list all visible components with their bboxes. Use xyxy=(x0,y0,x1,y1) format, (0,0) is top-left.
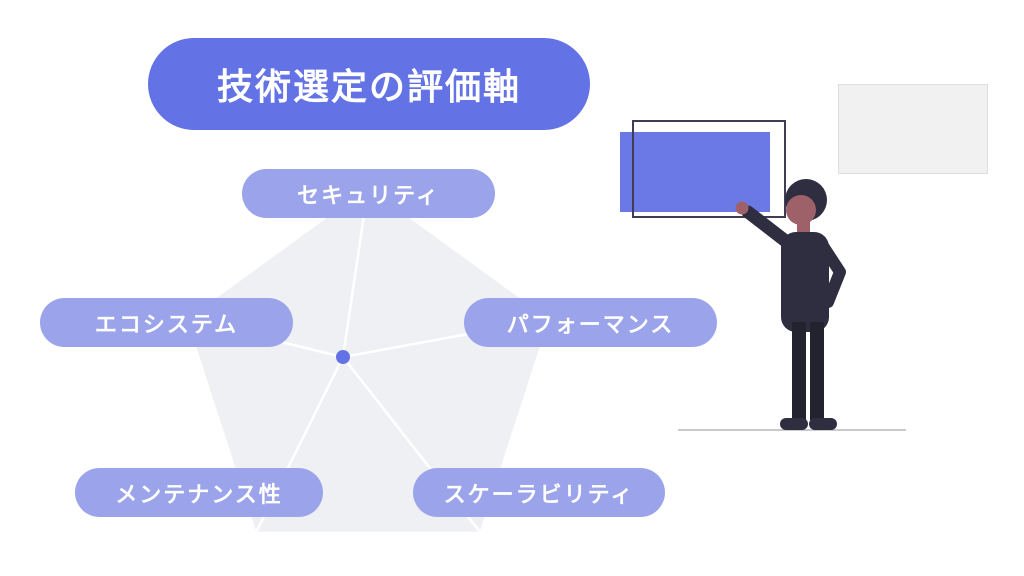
face xyxy=(786,195,816,225)
pentagon-shape xyxy=(187,188,549,532)
gray-panel-illustration xyxy=(838,84,988,174)
presenter-person-illustration xyxy=(735,179,846,430)
torso-jacket xyxy=(781,232,829,332)
axis-label: エコシステム xyxy=(94,312,239,338)
bent-arm xyxy=(817,240,846,308)
axis-pill-security: セキュリティ xyxy=(242,169,495,218)
axis-label: セキュリティ xyxy=(297,183,440,209)
axis-label: パフォーマンス xyxy=(506,312,675,338)
axis-pill-maintainability: メンテナンス性 xyxy=(75,468,323,517)
axis-label: メンテナンス性 xyxy=(115,482,283,508)
pointing-hand xyxy=(735,201,749,215)
axis-label: スケーラビリティ xyxy=(443,482,635,508)
page-title: 技術選定の評価軸 xyxy=(216,67,521,108)
left-shoe xyxy=(780,418,808,430)
right-shoe xyxy=(809,418,837,430)
left-leg xyxy=(792,322,806,420)
board-outline-illustration xyxy=(632,120,786,218)
radar-center-dot xyxy=(336,350,350,364)
axis-pill-ecosystem: エコシステム xyxy=(40,298,293,347)
right-leg xyxy=(810,322,824,420)
title-pill: 技術選定の評価軸 xyxy=(148,38,590,130)
axis-pill-scalability: スケーラビリティ xyxy=(413,468,665,517)
axis-pill-performance: パフォーマンス xyxy=(464,298,717,347)
purple-board-illustration xyxy=(620,132,770,212)
